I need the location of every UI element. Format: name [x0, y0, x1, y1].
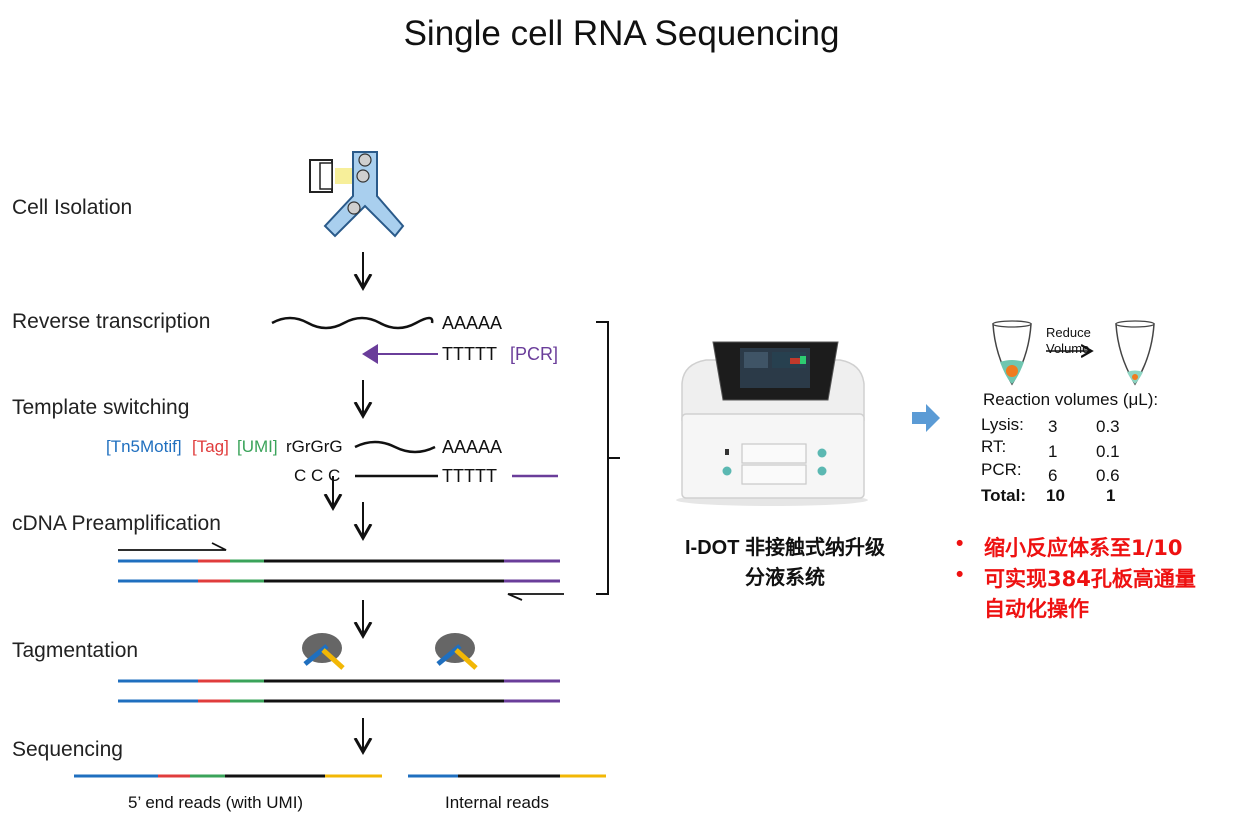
volume-total-after: 1 [1106, 486, 1116, 505]
mrna-wave [271, 316, 434, 330]
ccc-label: C C C [294, 466, 341, 485]
volume-row-label: Lysis: [981, 415, 1024, 434]
reverse-primer-icon [507, 593, 564, 601]
benefit-text: 缩小反应体系至1/10 [984, 536, 1183, 560]
tagmentation-strands [118, 679, 560, 703]
volume-label: Volume [1046, 341, 1090, 356]
step-sequencing: Sequencing [12, 738, 123, 761]
benefit-bullet: • [956, 563, 964, 586]
idot-instrument-icon [676, 341, 868, 506]
umi-label: [UMI] [237, 437, 278, 456]
pcr-label: [PCR] [510, 344, 559, 364]
forward-primer-icon [118, 542, 227, 551]
benefit-text-continued: 自动化操作 [984, 597, 1089, 621]
template-wave [354, 440, 436, 454]
five-prime-reads-label: 5’ end reads (with UMI) [128, 793, 304, 812]
volume-total-before: 10 [1046, 486, 1065, 505]
volume-row-before: 6 [1048, 466, 1058, 485]
step-tagmentation: Tagmentation [12, 639, 139, 662]
page-title: Single cell RNA Sequencing [403, 14, 840, 53]
volume-row-before: 3 [1048, 417, 1058, 436]
volume-row-label: RT: [981, 437, 1007, 456]
instrument-label: I-DOT 非接触式纳升级 分液系统 [620, 533, 950, 593]
polyt-label: TTTTT [442, 344, 497, 364]
cell-isolation-device-icon [309, 151, 405, 238]
step-cell-isolation: Cell Isolation [12, 196, 133, 219]
reduce-label: Reduce [1046, 325, 1091, 340]
accent-right-arrow-icon [912, 404, 940, 432]
volume-row-label: PCR: [981, 460, 1022, 479]
instrument-name: I-DOT [685, 537, 740, 559]
benefit-bullet: • [956, 532, 964, 555]
step-template-switching: Template switching [12, 396, 190, 419]
benefit-text: 可实现384孔板高通量 [984, 567, 1196, 591]
reaction-volumes-title: Reaction volumes (μL): [983, 390, 1159, 409]
step-cdna-preamplification: cDNA Preamplification [12, 512, 221, 535]
instrument-description-2: 分液系统 [745, 565, 825, 589]
cdna-strands [118, 559, 560, 583]
polya-label-2: AAAAA [442, 437, 503, 457]
transposase-icon [302, 633, 345, 670]
volume-row-after: 0.3 [1096, 417, 1120, 436]
volume-row-after: 0.1 [1096, 442, 1120, 461]
tube-small-volume-icon [1115, 320, 1155, 386]
tag-label: [Tag] [192, 437, 229, 456]
process-bracket [596, 321, 620, 595]
volume-row-before: 1 [1048, 442, 1058, 461]
tn5motif-label: [Tn5Motif] [106, 437, 182, 456]
rgrgrg-label: rGrGrG [286, 437, 343, 456]
transposase-icon [435, 633, 478, 670]
volume-total-label: Total: [981, 486, 1027, 505]
polyt-label-2: TTTTT [442, 466, 497, 486]
internal-reads-label: Internal reads [445, 793, 549, 812]
volume-row-after: 0.6 [1096, 466, 1120, 485]
polya-label: AAAAA [442, 313, 503, 333]
tube-large-volume-icon [992, 320, 1032, 386]
step-reverse-transcription: Reverse transcription [12, 310, 211, 333]
instrument-description-1: 非接触式纳升级 [745, 535, 885, 559]
